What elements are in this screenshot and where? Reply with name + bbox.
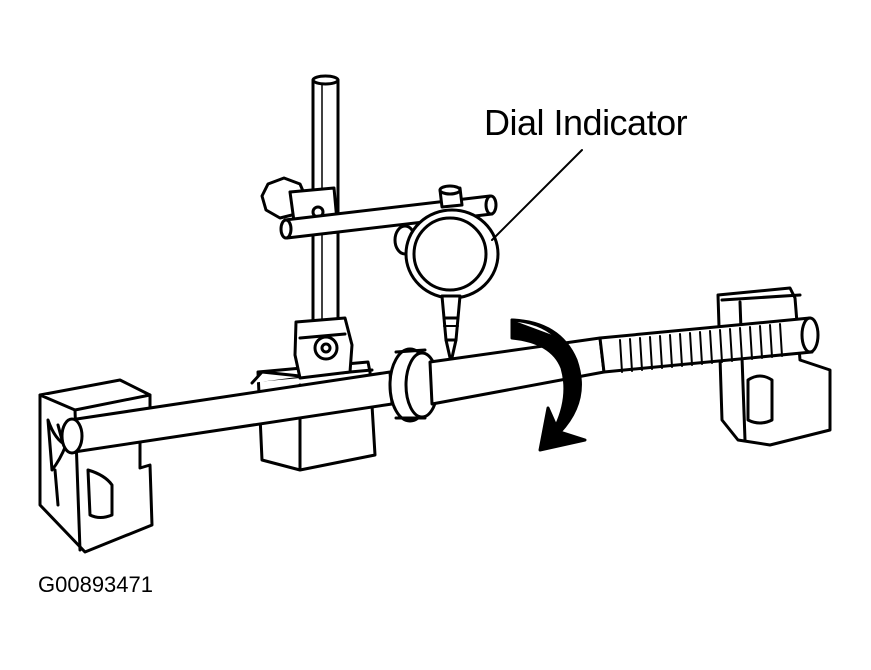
v-block-right <box>716 286 832 447</box>
figure-code: G00893471 <box>38 572 153 597</box>
v-block-left <box>38 378 154 554</box>
dial-indicator <box>393 184 500 364</box>
rotation-arrow <box>510 318 587 452</box>
shaft-threads <box>619 323 783 373</box>
dial-indicator-label: Dial Indicator <box>484 102 688 143</box>
shaft <box>60 316 820 455</box>
lower-clamp <box>293 316 354 380</box>
dial-indicator-leader-line <box>491 149 583 241</box>
horizontal-rod <box>279 194 498 240</box>
